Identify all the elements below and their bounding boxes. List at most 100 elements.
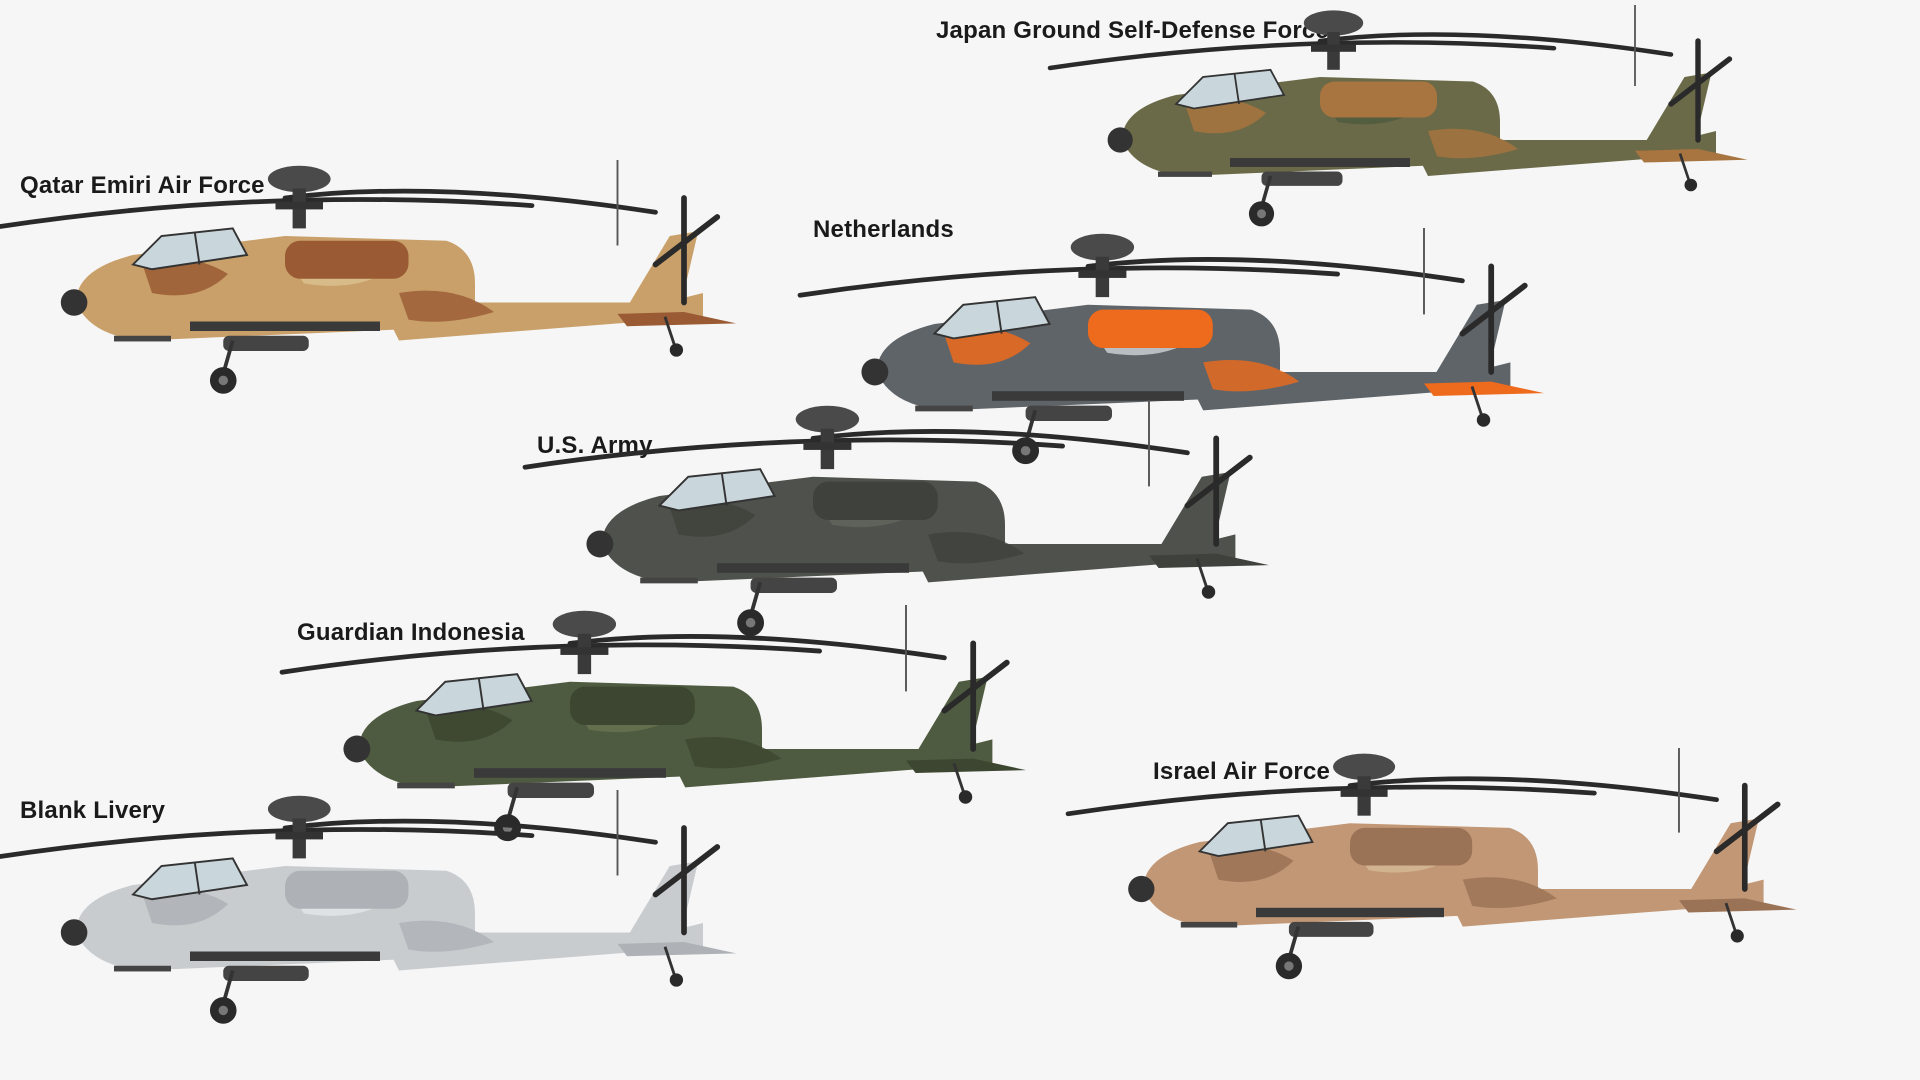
radar-dome — [1070, 233, 1135, 261]
helicopter-qatar — [0, 160, 770, 426]
stub-wing — [1230, 158, 1410, 167]
helicopter-israel — [1065, 748, 1829, 1011]
canopy-frame — [1233, 73, 1240, 105]
main-wheel-hub — [218, 1005, 228, 1016]
tail-rotor-blade — [652, 844, 721, 898]
main-wheel-hub — [218, 375, 228, 386]
main-rotor-blade — [282, 818, 658, 845]
rotor-hub — [1078, 270, 1127, 278]
canopy-frame — [720, 472, 728, 506]
tail-wheel — [1201, 585, 1216, 599]
tail-fin — [1688, 818, 1759, 899]
rotor-hub — [1311, 44, 1356, 52]
camo-patch — [399, 920, 494, 952]
tail-wheel — [958, 790, 973, 804]
missile-pod — [223, 335, 309, 351]
stub-wing — [190, 951, 380, 961]
nose-sensor-turret — [1107, 127, 1133, 153]
horizontal-stabilizer — [1148, 553, 1269, 568]
main-rotor-blade — [282, 188, 658, 215]
camo-patch — [685, 736, 782, 769]
helicopter-netherlands — [797, 228, 1578, 497]
cockpit-canopy — [1197, 814, 1314, 858]
helicopter-blank — [0, 790, 770, 1056]
helicopter-drawing — [0, 790, 737, 1024]
nose-sensor-turret — [861, 358, 889, 386]
label-indonesia: Guardian Indonesia — [297, 619, 525, 646]
missile-pod — [1025, 405, 1112, 421]
helicopter-drawing — [1065, 748, 1797, 980]
helicopter-drawing — [522, 400, 1269, 637]
stub-wing — [991, 391, 1184, 401]
helicopter-us-army — [522, 400, 1303, 669]
cockpit-canopy — [657, 468, 777, 512]
main-wheel-hub — [745, 617, 756, 628]
engine-nacelle — [285, 240, 409, 279]
cockpit-canopy — [131, 227, 249, 271]
main-rotor-blade — [1347, 776, 1719, 803]
cockpit-canopy — [1174, 68, 1286, 110]
tail-wheel — [1730, 929, 1744, 943]
tail-fin — [915, 676, 988, 759]
camo-patch — [1428, 128, 1518, 159]
horizontal-stabilizer — [1678, 898, 1797, 913]
main-rotor-blade — [567, 634, 947, 661]
chain-gun — [1180, 921, 1238, 928]
missile-pod — [223, 965, 309, 981]
rotor-hub — [803, 442, 852, 450]
stub-wing — [1256, 907, 1444, 918]
horizontal-stabilizer — [905, 758, 1026, 773]
label-blank: Blank Livery — [20, 797, 166, 824]
helicopter-indonesia — [279, 605, 1060, 874]
missile-pod — [1261, 171, 1343, 186]
camo-patch — [1462, 877, 1557, 909]
rotor-hub — [1340, 789, 1388, 797]
label-japan: Japan Ground Self-Defense Force — [936, 17, 1329, 44]
nose-sensor-turret — [60, 289, 88, 316]
tail-gear-strut — [663, 316, 676, 346]
nose-sensor-turret — [1128, 875, 1155, 903]
main-rotor-blade — [1085, 257, 1465, 284]
engine-nacelle — [1350, 827, 1473, 866]
tail-gear-strut — [1678, 153, 1691, 181]
helicopter-drawing — [0, 160, 737, 394]
label-qatar: Qatar Emiri Air Force — [20, 172, 265, 199]
radar-dome — [1303, 10, 1364, 36]
tail-fin — [1158, 471, 1231, 554]
label-netherlands: Netherlands — [813, 216, 954, 243]
helicopter-drawing — [1047, 5, 1748, 227]
stub-wing — [716, 563, 909, 573]
canopy-frame — [995, 300, 1003, 334]
tail-rotor-blade — [1713, 801, 1781, 855]
main-wheel-hub — [1257, 209, 1266, 219]
rotor-hub — [275, 201, 323, 210]
chain-gun — [397, 782, 455, 789]
helicopter-drawing — [797, 228, 1544, 465]
chain-gun — [1158, 171, 1212, 177]
main-rotor-blade — [279, 642, 822, 675]
tail-fin — [1644, 72, 1712, 149]
rotor-hub — [560, 647, 609, 655]
chain-gun — [114, 965, 171, 972]
canopy-frame — [193, 862, 201, 895]
tail-fin — [627, 231, 699, 312]
main-rotor-blade — [1317, 32, 1674, 57]
tail-rotor-blade — [941, 659, 1010, 714]
tail-gear-strut — [663, 946, 676, 976]
engine-nacelle — [1320, 81, 1437, 118]
main-rotor-blade — [810, 429, 1190, 456]
label-israel: Israel Air Force — [1153, 758, 1331, 785]
cockpit-canopy — [414, 673, 534, 717]
nose-sensor-turret — [343, 735, 371, 763]
nose-sensor-turret — [586, 530, 614, 558]
radar-dome — [795, 405, 860, 433]
tail-wheel — [1476, 413, 1491, 427]
tail-fin — [1433, 299, 1506, 382]
tail-wheel — [1684, 178, 1698, 192]
tail-gear-strut — [1195, 557, 1208, 588]
stub-wing — [190, 321, 380, 331]
tail-rotor-blade — [1668, 56, 1733, 107]
missile-pod — [507, 782, 594, 798]
camo-patch — [1203, 359, 1300, 392]
